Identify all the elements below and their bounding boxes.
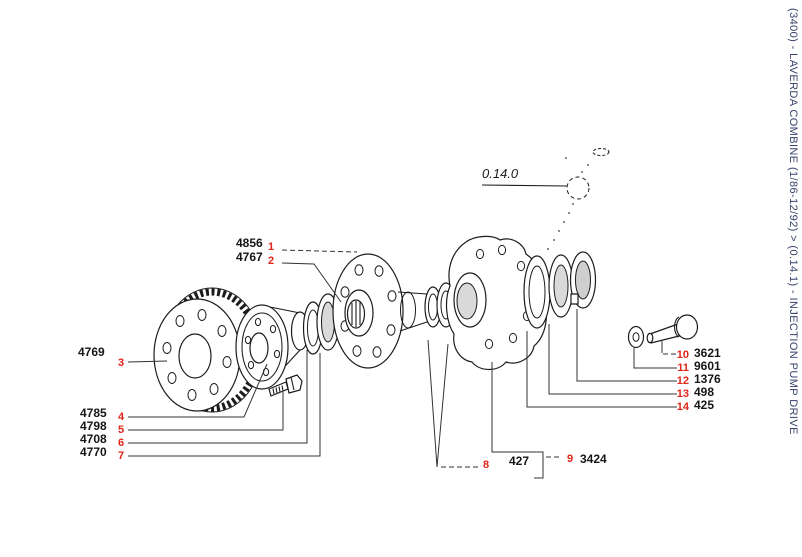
part-number-10[interactable]: 3621 [694,346,721,360]
callout-index-13: 13 [676,388,689,400]
part-pulley-flange[interactable] [332,253,428,369]
callout-index-3: 3 [118,357,125,369]
part-right-bearings[interactable] [523,251,597,329]
part-number-11[interactable]: 9601 [694,359,721,373]
callout-index-6: 6 [118,437,125,449]
callout-index-7: 7 [118,450,125,462]
part-number-14[interactable]: 425 [694,398,715,412]
callout-index-8: 8 [483,459,490,471]
part-number-12[interactable]: 1376 [694,372,721,386]
callout-index-10: 10 [676,349,689,361]
part-number-5[interactable]: 4798 [80,419,107,433]
part-number-9[interactable]: 3424 [580,452,607,466]
part-number-6[interactable]: 4708 [80,432,107,446]
part-number-3[interactable]: 4769 [78,345,105,359]
leader-lines [127,249,677,479]
part-washer[interactable] [627,325,645,349]
callout-index-9: 9 [567,453,574,465]
callout-index-12: 12 [676,375,689,387]
part-bolt-lower[interactable] [268,374,303,397]
breadcrumb[interactable]: (3400) - LAVERDA COMBINE (1/86-12/92) > … [787,8,799,435]
callout-index-11: 11 [677,362,689,374]
detail-ref-link[interactable]: 0.14.0 [482,166,519,181]
part-number-7[interactable]: 4770 [80,445,107,459]
part-drive-housing[interactable] [445,235,547,371]
callout-index-5: 5 [118,424,125,436]
part-number-13[interactable]: 498 [694,385,715,399]
part-number-4[interactable]: 4785 [80,406,107,420]
part-number-1[interactable]: 4856 [236,236,263,250]
part-bolt-right[interactable] [646,314,699,344]
detail-reference-markers [481,148,610,250]
part-drive-gear[interactable] [153,287,263,413]
callout-index-4: 4 [118,411,125,423]
callout-index-1: 1 [268,241,275,253]
callout-index-14: 14 [676,401,689,413]
part-number-2[interactable]: 4767 [236,250,263,264]
callout-index-2: 2 [268,255,275,267]
part-number-8[interactable]: 427 [509,454,530,468]
